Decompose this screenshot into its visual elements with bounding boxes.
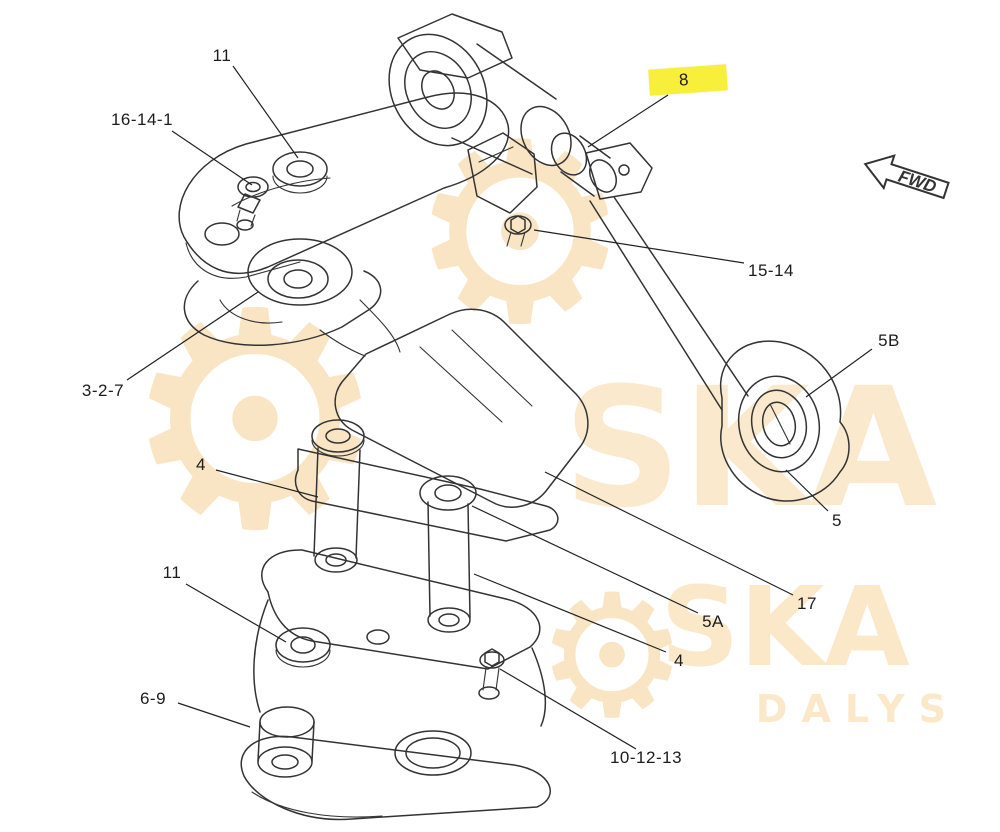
watermark-text: SKA	[660, 563, 910, 691]
part-label-5b: 5B	[878, 331, 900, 350]
fwd-arrow-shape	[863, 154, 950, 200]
part-label-4-right: 4	[674, 651, 684, 670]
watermark-text: SKA	[563, 352, 937, 544]
part-label-5: 5	[832, 511, 842, 530]
part-label-16-14-1: 16-14-1	[110, 110, 174, 129]
watermark-text-secondary: DALYS	[756, 687, 960, 731]
part-label-6-9: 6-9	[139, 689, 167, 708]
part-label-4-left: 4	[196, 455, 206, 474]
fwd-arrow: FWD	[863, 154, 950, 200]
parts-drawing	[178, 13, 850, 821]
part-label-10-12-13: 10-12-13	[609, 748, 683, 767]
part-label-3-2-7: 3-2-7	[81, 381, 125, 400]
part-label-11-top: 11	[212, 46, 232, 65]
part-label-11-bottom: 11	[162, 563, 182, 582]
part-label-8-highlighted: 8	[648, 64, 728, 96]
leader-lines	[126, 65, 873, 750]
part-label-17: 17	[797, 594, 817, 613]
part-label-5a: 5A	[702, 612, 724, 631]
gear-watermark-icon: ⚙	[121, 247, 390, 596]
gear-watermark-icon: ⚙	[536, 558, 688, 756]
fwd-arrow-label: FWD	[896, 167, 939, 197]
part-label-15-14: 15-14	[748, 261, 794, 280]
